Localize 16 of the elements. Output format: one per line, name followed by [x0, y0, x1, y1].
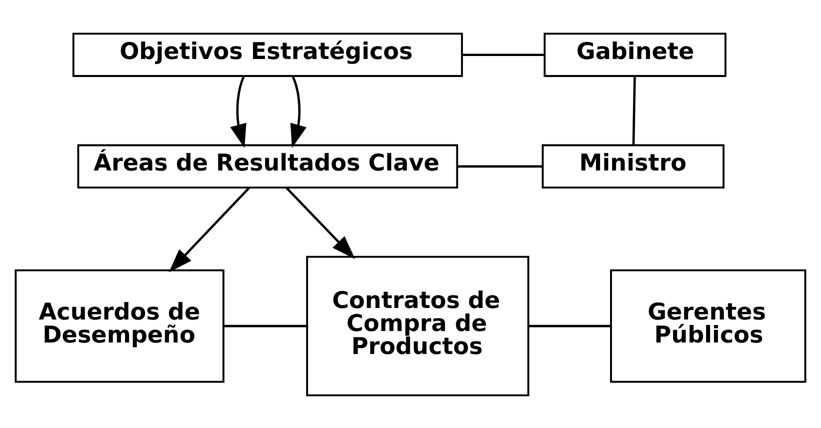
node-box: Acuerdos de Desempeño	[14, 268, 224, 382]
connector	[224, 324, 306, 327]
connector	[632, 76, 636, 144]
node-box: Gerentes Públicos	[610, 268, 806, 382]
arrow	[230, 75, 246, 148]
connector	[528, 324, 611, 327]
node-box: Áreas de Resultados Clave	[77, 144, 458, 188]
arrow	[168, 186, 250, 272]
node-box: Gabinete	[544, 32, 726, 76]
connector	[458, 164, 543, 168]
node-box: Contratos de Compra de Productos	[306, 255, 530, 396]
arrow	[290, 75, 306, 148]
connector	[462, 53, 545, 56]
node-box: Ministro	[542, 144, 724, 188]
node-box: Objetivos Estratégicos	[72, 32, 463, 76]
arrow	[286, 186, 356, 259]
